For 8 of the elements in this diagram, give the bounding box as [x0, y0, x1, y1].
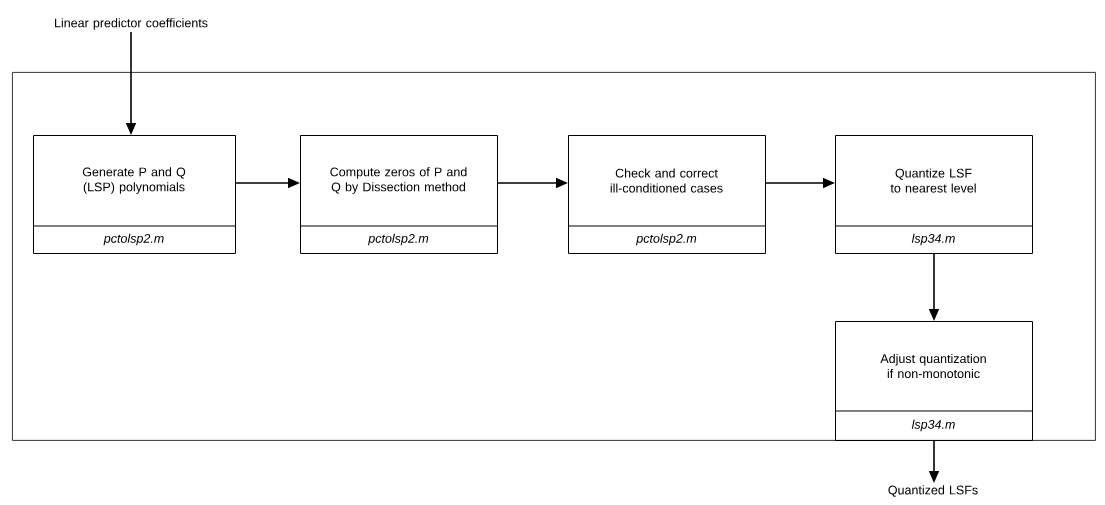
process-box: Generate P and Q (LSP) polynomials pctolsp2.m: [32, 135, 236, 254]
text-label: Linear predictor coefficients: [55, 18, 208, 30]
text-label: Quantized LSFs: [888, 485, 978, 497]
frame-box: [12, 72, 1096, 441]
process-box: Quantize LSF to nearest level lsp34.m: [834, 135, 1033, 254]
process-box: Check and correct ill-conditioned cases pctolsp2.m: [567, 135, 766, 254]
process-box: Adjust quantization if non-monotonic lsp34.m: [834, 321, 1033, 441]
process-box: Compute zeros of P and Q by Dissection method pctolsp2.m: [299, 135, 498, 254]
